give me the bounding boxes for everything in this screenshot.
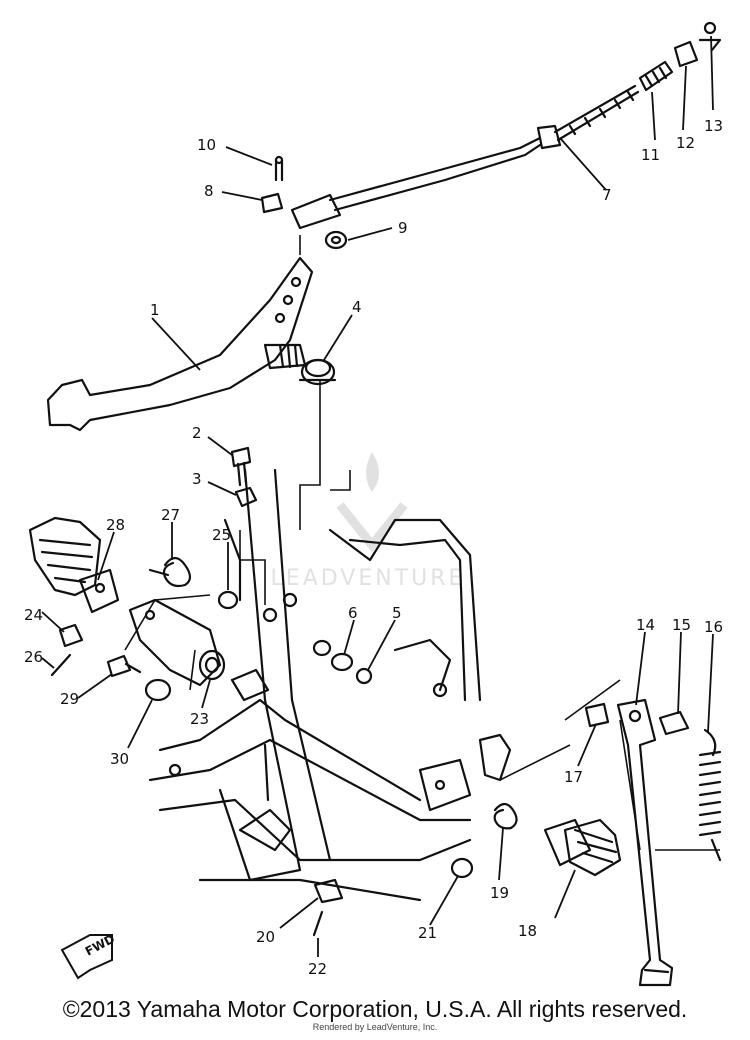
callout-8: 8: [204, 182, 214, 200]
torsion-spring: [298, 358, 337, 386]
brake-rod: [290, 84, 640, 230]
washer-30: [144, 678, 172, 702]
callouts: 1 2 3 4 5 6 7 8 9 10 11 12 13 14 15 16 1…: [24, 117, 723, 978]
washer-21: [450, 857, 474, 879]
callout-13: 13: [704, 117, 723, 135]
callout-5: 5: [392, 604, 402, 622]
collar-6: [312, 639, 354, 672]
stand-spring: [698, 728, 722, 862]
callout-29: 29: [60, 690, 79, 708]
bolt-29: [106, 654, 142, 678]
pin-24: [58, 623, 84, 648]
callout-7: 7: [602, 186, 612, 204]
side-stand: [616, 698, 674, 987]
callout-24: 24: [24, 606, 43, 624]
rendered-by-notice: Rendered by LeadVenture, Inc.: [312, 1022, 438, 1032]
washer-25: [217, 590, 239, 610]
footrest-spring-right: [493, 802, 518, 830]
watermark-text: LEADVENTURE: [271, 566, 466, 591]
callout-4: 4: [352, 298, 362, 316]
footrest-bracket: [128, 598, 226, 687]
brake-pedal: [46, 256, 314, 432]
frame: [148, 468, 512, 902]
callout-23: 23: [190, 710, 209, 728]
rod-spring: [638, 60, 674, 92]
callout-22: 22: [308, 960, 327, 978]
callout-28: 28: [106, 516, 125, 534]
callout-3: 3: [192, 470, 202, 488]
stand-collar: [584, 702, 610, 728]
callout-19: 19: [490, 884, 509, 902]
footrest-spring-left: [148, 556, 192, 588]
footrest-right: [543, 818, 622, 877]
fwd-indicator: FWD: [60, 932, 117, 980]
adjuster-nut: [673, 40, 699, 68]
nut-3: [234, 486, 258, 508]
washer-9: [324, 230, 348, 250]
pin-20: [313, 878, 344, 904]
callout-26: 26: [24, 648, 43, 666]
stand-bolt: [658, 710, 690, 736]
rod-pin: [698, 21, 722, 52]
copyright-notice: ©2013 Yamaha Motor Corporation, U.S.A. A…: [62, 996, 688, 1022]
cotter-22: [312, 910, 324, 937]
callout-10: 10: [197, 136, 216, 154]
bolt-2: [230, 446, 252, 487]
callout-16: 16: [704, 618, 723, 636]
callout-14: 14: [636, 616, 655, 634]
pivot-boss: [230, 668, 270, 702]
callout-12: 12: [676, 134, 695, 152]
clip-5: [355, 667, 373, 685]
callout-27: 27: [161, 506, 180, 524]
callout-20: 20: [256, 928, 275, 946]
callout-15: 15: [672, 616, 691, 634]
callout-18: 18: [518, 922, 537, 940]
callout-1: 1: [150, 301, 160, 319]
callout-9: 9: [398, 219, 408, 237]
clevis-pin: [260, 155, 284, 214]
callout-25: 25: [212, 526, 231, 544]
callout-6: 6: [348, 604, 358, 622]
footrest-left: [28, 516, 120, 614]
footrest-bracket-right: [418, 758, 472, 812]
cotter-26: [50, 653, 72, 677]
leader-lines: [41, 35, 714, 957]
callout-21: 21: [418, 924, 437, 942]
callout-11: 11: [641, 146, 660, 164]
callout-2: 2: [192, 424, 202, 442]
callout-30: 30: [110, 750, 129, 768]
callout-17: 17: [564, 768, 583, 786]
watermark: LEADVENTURE: [271, 452, 466, 591]
